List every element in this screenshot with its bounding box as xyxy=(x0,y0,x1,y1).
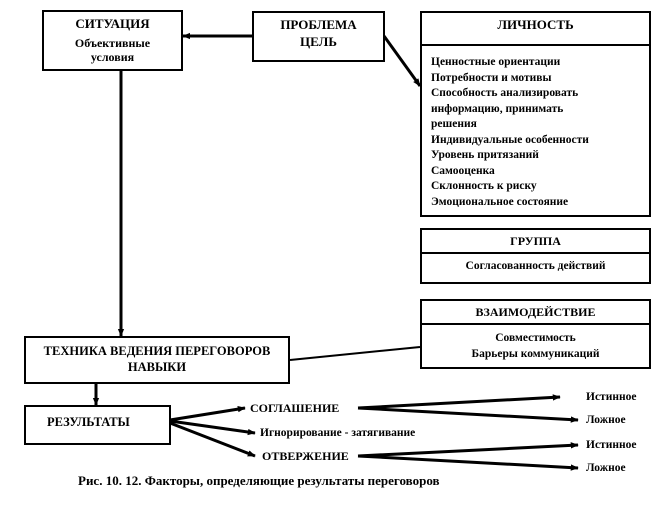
arrow-rejection-to-true xyxy=(357,442,579,458)
arrow-results-to-rejection xyxy=(169,421,256,458)
personality-item: Самооценка xyxy=(431,164,495,177)
personality-item: Ценностные ориентации xyxy=(431,56,561,68)
interaction-box: ВЗАИМОДЕЙСТВИЕ Совместимость Барьеры ком… xyxy=(420,299,651,369)
technique-line1: ТЕХНИКА ВЕДЕНИЯ ПЕРЕГОВОРОВ xyxy=(43,344,271,358)
line-interaction-to-technique xyxy=(289,346,421,361)
rejection-true-label: Истинное xyxy=(586,439,637,451)
personality-item: Склонность к риску xyxy=(431,180,537,192)
situation-box: СИТУАЦИЯ Объективные условия xyxy=(42,10,183,71)
arrow-results-to-agreement xyxy=(169,405,246,422)
personality-item: Уровень притязаний xyxy=(431,149,539,161)
group-item: Согласованность действий xyxy=(465,260,606,272)
personality-item: Эмоциональное состояние xyxy=(431,195,569,208)
situation-line1: Объективные xyxy=(74,36,151,50)
personality-item: информацию, принимать xyxy=(431,102,564,115)
situation-line2: условия xyxy=(90,50,135,64)
results-box: РЕЗУЛЬТАТЫ xyxy=(24,405,171,445)
group-title: ГРУППА xyxy=(510,234,561,248)
ignoring-label: Игнорирование - затягивание xyxy=(260,427,416,439)
personality-list: Ценностные ориентации Потребности и моти… xyxy=(431,55,589,210)
figure-caption: Рис. 10. 12. Факторы, определяющие резул… xyxy=(78,473,440,488)
personality-title: ЛИЧНОСТЬ xyxy=(497,17,574,32)
results-title: РЕЗУЛЬТАТЫ xyxy=(47,415,130,429)
personality-box: ЛИЧНОСТЬ Ценностные ориентации Потребнос… xyxy=(420,11,651,217)
rejection-label: ОТВЕРЖЕНИЕ xyxy=(262,449,349,463)
situation-title: СИТУАЦИЯ xyxy=(75,16,150,31)
group-box: ГРУППА Согласованность действий xyxy=(420,228,651,284)
agreement-label: СОГЛАШЕНИЕ xyxy=(250,401,340,415)
problem-line2: ЦЕЛЬ xyxy=(300,34,337,49)
technique-line2: НАВЫКИ xyxy=(127,360,187,374)
problem-box: ПРОБЛЕМА ЦЕЛЬ xyxy=(252,11,385,62)
arrow-agreement-to-true xyxy=(357,394,561,410)
personality-item: решения xyxy=(431,118,477,130)
technique-box: ТЕХНИКА ВЕДЕНИЯ ПЕРЕГОВОРОВ НАВЫКИ xyxy=(24,336,290,384)
rejection-false-label: Ложное xyxy=(586,462,626,474)
personality-item: Индивидуальные особенности xyxy=(431,133,589,146)
interaction-title: ВЗАИМОДЕЙСТВИЕ xyxy=(475,305,596,319)
interaction-line2: Барьеры коммуникаций xyxy=(471,348,600,360)
agreement-false-label: Ложное xyxy=(586,414,626,426)
personality-item: Потребности и мотивы xyxy=(431,71,552,84)
agreement-true-label: Истинное xyxy=(586,391,637,403)
personality-item: Способность анализировать xyxy=(431,87,579,99)
problem-line1: ПРОБЛЕМА xyxy=(280,17,357,32)
interaction-line1: Совместимость xyxy=(495,332,576,344)
arrow-results-to-ignoring xyxy=(169,419,256,436)
arrow-problem-to-personality xyxy=(382,35,422,87)
arrow-agreement-to-false xyxy=(357,406,579,423)
arrow-rejection-to-false xyxy=(357,454,579,471)
